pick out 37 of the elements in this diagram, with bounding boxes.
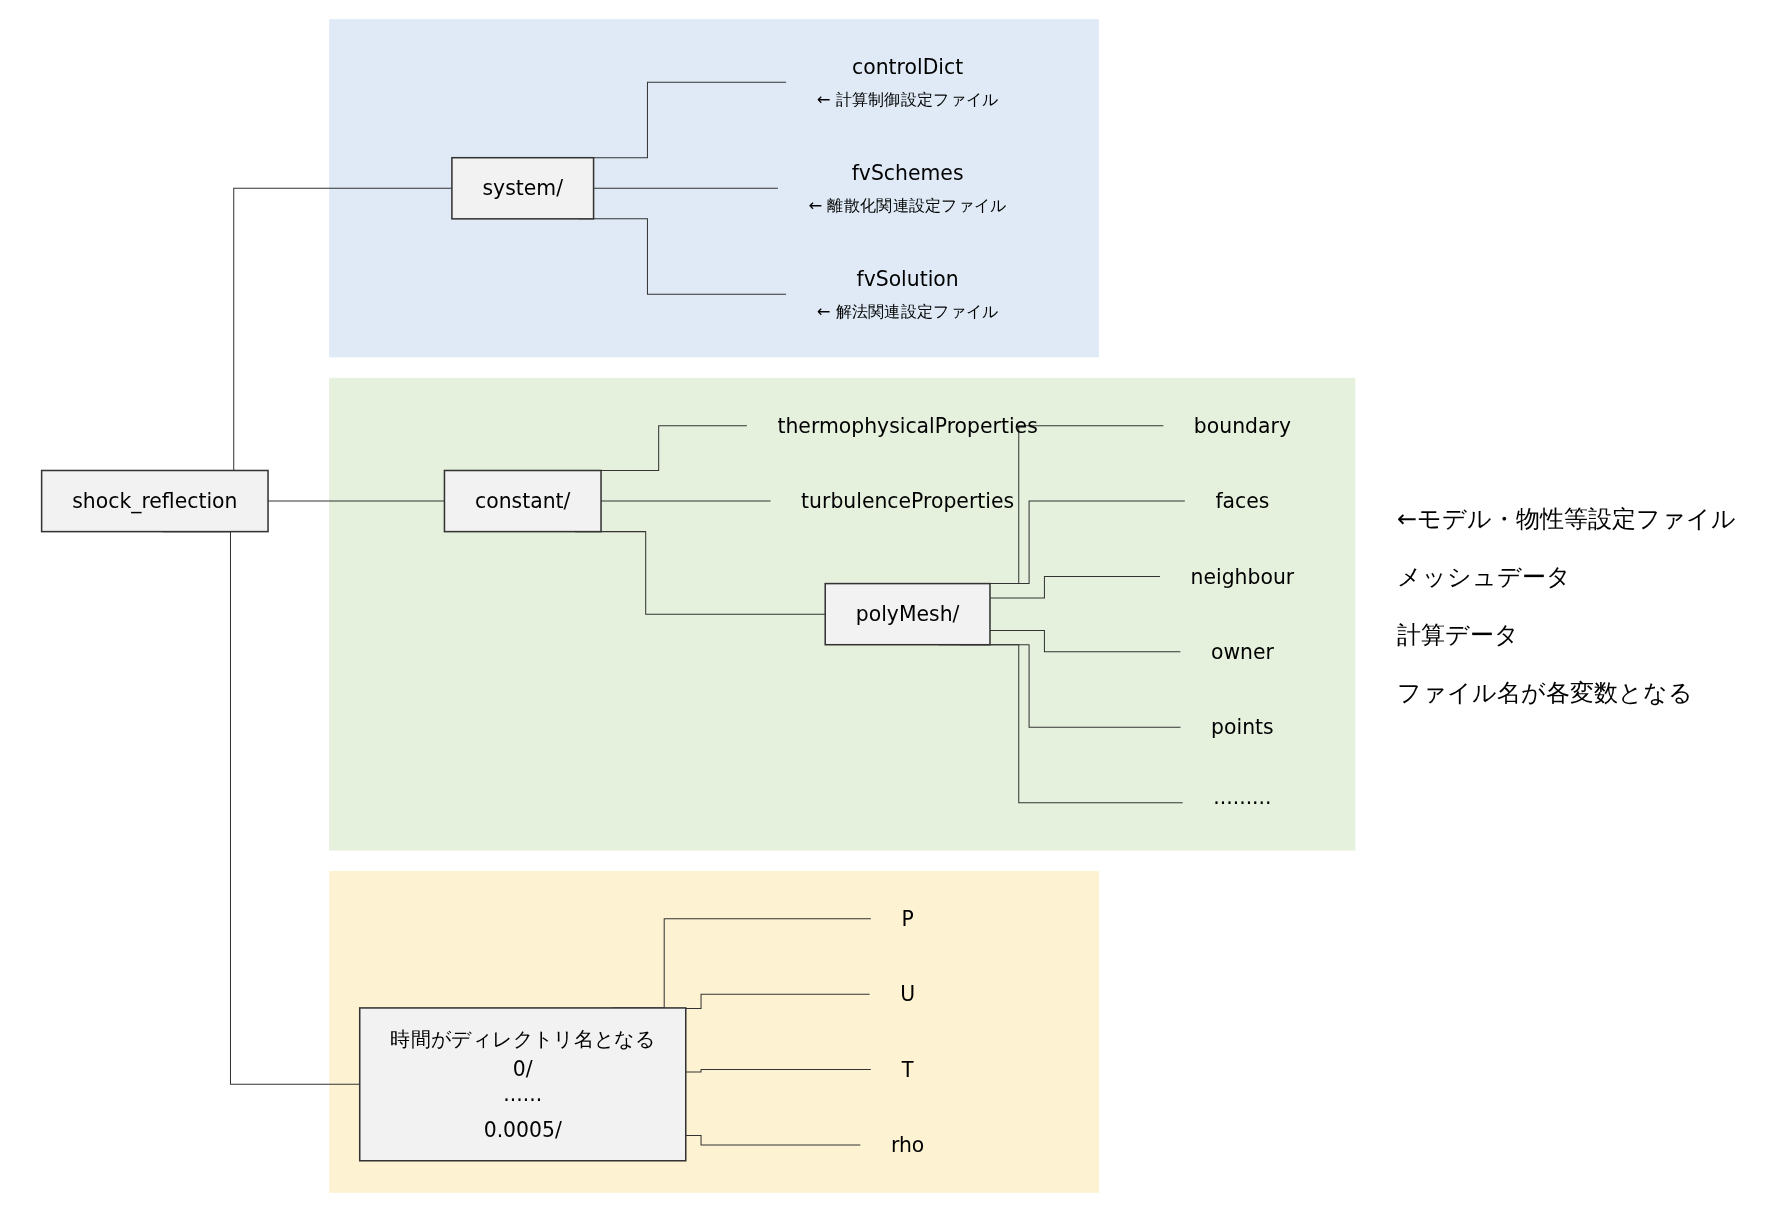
- node-text: ·········: [1213, 790, 1272, 815]
- note-text: メッシュデータ: [1397, 562, 1572, 593]
- node-text: points: [1211, 715, 1274, 740]
- node-text: fvSolution: [856, 266, 959, 292]
- note-text: 計算データ: [1397, 620, 1520, 651]
- connector: [685, 1134, 861, 1146]
- node-label: ← 計算制御設定ファイル: [816, 89, 999, 109]
- node-text: turbulenceProperties: [801, 488, 1015, 514]
- node-text: controlDict: [852, 54, 964, 80]
- node-box: 時間がディレクトリ名となる 0/ ······ 0.0005/: [358, 1007, 687, 1162]
- node-text: T: [901, 1057, 914, 1082]
- cluster: [329, 377, 1356, 851]
- node-text: rho: [890, 1132, 925, 1158]
- node-text: fvSchemes: [851, 160, 964, 186]
- node-text: boundary: [1193, 413, 1291, 438]
- node-box: shock_reflection: [40, 469, 269, 533]
- node-box: polyMesh/: [824, 582, 991, 646]
- connector: [685, 993, 871, 1009]
- connector: [685, 1069, 872, 1073]
- node-text: neighbour: [1190, 564, 1295, 589]
- node-box: system/: [451, 156, 595, 220]
- cluster: [329, 870, 1099, 1193]
- connector: [989, 629, 1181, 653]
- note-text: ファイル名が各変数となる: [1397, 678, 1694, 709]
- connector: [989, 575, 1161, 599]
- note-text: ←モデル・物性等設定ファイル: [1397, 504, 1738, 535]
- node-label: ← 解法関連設定ファイル: [816, 301, 999, 321]
- node-text: thermophysicalProperties: [777, 413, 1038, 438]
- node-label: ← 離散化関連設定ファイル: [808, 195, 1007, 215]
- node-text: P: [901, 906, 914, 932]
- connector: [600, 425, 748, 472]
- node-box: constant/: [443, 469, 602, 533]
- connector: [593, 187, 779, 189]
- node-text: faces: [1215, 488, 1270, 514]
- node-text: U: [900, 981, 916, 1007]
- node-text: owner: [1210, 639, 1274, 665]
- cluster: [329, 19, 1099, 358]
